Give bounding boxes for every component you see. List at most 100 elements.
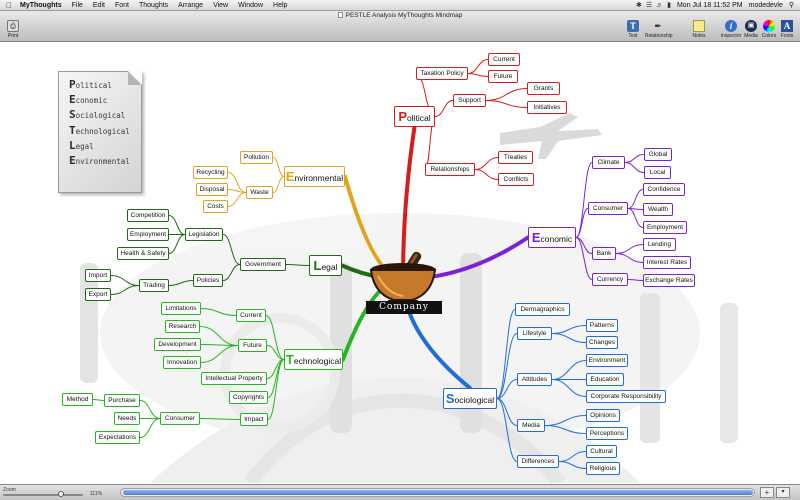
node-impact[interactable]: Impact bbox=[240, 413, 268, 426]
node-conflicts[interactable]: Conflicts bbox=[498, 173, 534, 186]
node-currency[interactable]: Currency bbox=[592, 273, 628, 286]
node-method[interactable]: Method bbox=[62, 393, 93, 406]
node-demographics[interactable]: Dermagraphics bbox=[515, 303, 570, 316]
node-relationships[interactable]: Relationships bbox=[425, 163, 475, 176]
bluetooth-icon[interactable]: ✱ bbox=[635, 2, 642, 9]
node-policies[interactable]: Policies bbox=[193, 274, 223, 287]
node-recycling[interactable]: Recycling bbox=[193, 166, 228, 179]
apple-menu-icon[interactable]:  bbox=[6, 0, 12, 11]
node-employment-legal[interactable]: Employment bbox=[127, 228, 169, 241]
node-health-safety[interactable]: Health & Safety bbox=[117, 247, 169, 260]
node-perceptions[interactable]: Perceptions bbox=[586, 427, 628, 440]
node-local[interactable]: Local bbox=[644, 166, 671, 179]
print-button[interactable]: ⎙ Print bbox=[2, 20, 24, 39]
node-trading[interactable]: Trading bbox=[139, 279, 169, 292]
node-education[interactable]: Education bbox=[586, 373, 624, 386]
node-initiatives[interactable]: Initiatives bbox=[527, 101, 567, 114]
zoom-slider-track[interactable] bbox=[3, 494, 83, 496]
node-confidence[interactable]: Confidence bbox=[643, 183, 685, 196]
node-corporate-responsibility[interactable]: Corporate Responsibility bbox=[586, 390, 666, 403]
horizontal-scrollbar[interactable] bbox=[120, 488, 755, 497]
add-thought-button[interactable]: + bbox=[760, 487, 774, 498]
scrollbar-thumb[interactable] bbox=[123, 490, 753, 495]
menu-app-name[interactable]: MyThoughts bbox=[20, 2, 62, 9]
menu-file[interactable]: File bbox=[71, 2, 83, 9]
zoom-value[interactable]: 111% bbox=[90, 491, 103, 497]
text-button[interactable]: T Text bbox=[622, 20, 644, 39]
battery-icon[interactable]: ▮ bbox=[667, 2, 671, 9]
center-node[interactable]: Company bbox=[366, 301, 442, 314]
menu-arrange[interactable]: Arrange bbox=[178, 2, 204, 9]
node-taxation-policy[interactable]: Taxation Policy bbox=[416, 67, 468, 80]
node-purchase[interactable]: Purchase bbox=[104, 394, 140, 407]
node-environment[interactable]: Environment bbox=[586, 354, 628, 367]
node-opinions[interactable]: Opinions bbox=[586, 409, 620, 422]
node-media[interactable]: Media bbox=[517, 419, 545, 432]
node-religious[interactable]: Religious bbox=[586, 462, 620, 475]
main-node-legal[interactable]: Legal bbox=[309, 255, 342, 276]
node-legislation[interactable]: Legislation bbox=[185, 228, 223, 241]
notes-button[interactable]: Notes bbox=[688, 20, 710, 39]
node-future[interactable]: Future bbox=[488, 70, 518, 83]
volume-icon[interactable]: ♬ bbox=[656, 2, 664, 9]
relationship-button[interactable]: ✒ Relationship bbox=[645, 20, 673, 39]
node-disposal[interactable]: Disposal bbox=[196, 183, 228, 196]
main-node-economic[interactable]: Economic bbox=[528, 227, 576, 248]
main-node-environmental[interactable]: Environmental bbox=[284, 166, 345, 187]
node-current[interactable]: Current bbox=[488, 53, 520, 66]
colors-button[interactable]: Colors bbox=[758, 20, 780, 39]
node-grants[interactable]: Grants bbox=[527, 82, 560, 95]
menu-edit[interactable]: Edit bbox=[92, 2, 105, 9]
main-node-technological[interactable]: Technological bbox=[284, 349, 343, 370]
node-lifestyle[interactable]: Lifestyle bbox=[517, 327, 552, 340]
menu-font[interactable]: Font bbox=[114, 2, 129, 9]
main-node-sociological[interactable]: Sociological bbox=[443, 388, 497, 409]
node-pollution[interactable]: Pollution bbox=[240, 151, 273, 164]
menu-clock[interactable]: Mon Jul 18 11:52 PM bbox=[676, 2, 743, 9]
node-innovation[interactable]: Innovation bbox=[163, 356, 201, 369]
node-support[interactable]: Support bbox=[453, 94, 486, 107]
action-menu-button[interactable]: ▾ bbox=[776, 487, 790, 498]
node-lending[interactable]: Lending bbox=[643, 238, 676, 251]
node-costs[interactable]: Costs bbox=[203, 200, 228, 213]
node-intellectual-property[interactable]: Intellectual Property bbox=[201, 372, 267, 385]
zoom-slider-knob[interactable] bbox=[57, 491, 64, 497]
node-climate[interactable]: Climate bbox=[592, 156, 625, 169]
node-interest-rates[interactable]: Interest Rates bbox=[643, 256, 691, 269]
menu-thoughts[interactable]: Thoughts bbox=[138, 2, 169, 9]
node-competition[interactable]: Competition bbox=[127, 209, 169, 222]
main-node-political[interactable]: Political bbox=[394, 106, 435, 127]
inspector-button[interactable]: i Inspector bbox=[720, 20, 742, 39]
menu-window[interactable]: Window bbox=[238, 2, 264, 9]
node-attitudes[interactable]: Attitudes bbox=[517, 373, 552, 386]
node-wealth[interactable]: Wealth bbox=[643, 203, 673, 216]
node-differences[interactable]: Differences bbox=[517, 455, 559, 468]
node-bank[interactable]: Bank bbox=[592, 247, 616, 260]
mortar-pestle-icon[interactable] bbox=[366, 246, 440, 316]
media-button[interactable]: ▣ Media bbox=[740, 20, 762, 39]
mindmap-canvas[interactable]: Political Economic Sociological Technolo… bbox=[0, 43, 800, 483]
node-copyrights[interactable]: Copyrights bbox=[229, 391, 268, 404]
node-employment-econ[interactable]: Employment bbox=[643, 221, 687, 234]
node-expectations[interactable]: Expectations bbox=[95, 431, 140, 444]
node-research[interactable]: Research bbox=[165, 320, 200, 333]
node-future-tech[interactable]: Future bbox=[238, 339, 267, 352]
node-development[interactable]: Development bbox=[154, 338, 201, 351]
node-changes[interactable]: Changes bbox=[586, 336, 618, 349]
node-limitations[interactable]: Limitations bbox=[161, 302, 201, 315]
node-consumer[interactable]: Consumer bbox=[588, 202, 628, 215]
spotlight-icon[interactable]: ⚲ bbox=[788, 2, 794, 9]
node-current-tech[interactable]: Current bbox=[236, 309, 266, 322]
node-import[interactable]: Import bbox=[85, 269, 111, 282]
node-exchange-rates[interactable]: Exchange Rates bbox=[643, 274, 695, 287]
node-cultural[interactable]: Cultural bbox=[586, 445, 617, 458]
node-global[interactable]: Global bbox=[644, 148, 672, 161]
node-export[interactable]: Export bbox=[85, 288, 111, 301]
node-government[interactable]: Government bbox=[240, 258, 286, 271]
menu-view[interactable]: View bbox=[213, 2, 229, 9]
node-consumer-tech[interactable]: Consumer bbox=[160, 412, 200, 425]
node-patterns[interactable]: Patterns bbox=[586, 319, 618, 332]
node-needs[interactable]: Needs bbox=[114, 412, 140, 425]
fonts-button[interactable]: A Fonts bbox=[776, 20, 798, 39]
node-waste[interactable]: Waste bbox=[246, 186, 273, 199]
